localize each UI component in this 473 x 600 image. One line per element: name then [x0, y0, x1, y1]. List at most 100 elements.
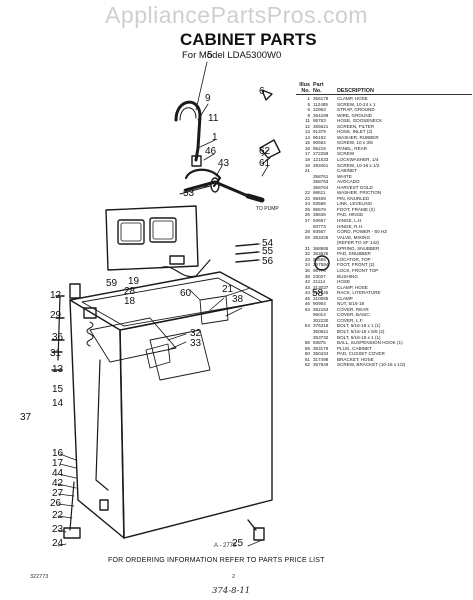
description-cell: FOOT, FRAME (2): [337, 206, 375, 212]
illus-no-cell: 11: [305, 118, 310, 124]
mixing-valve: [69, 283, 81, 299]
illus-no-cell: 21: [304, 168, 310, 174]
description-cell: SPRING, SNUBBER: [337, 245, 380, 251]
illus-no-cell: 34: [304, 262, 310, 268]
part-no-cell: 357645: [313, 290, 329, 296]
callout-number: 22: [52, 510, 64, 521]
page-number: 2: [232, 574, 236, 580]
description-cell: NUT, 5/16-18: [337, 301, 365, 307]
description-cell: COVER, L.F.: [337, 317, 364, 323]
illus-no-cell: 17: [304, 151, 310, 157]
illus-no-cell: 32: [304, 251, 310, 257]
description-cell: WASHER, FRICTION: [337, 190, 382, 196]
callout-number: 9: [205, 93, 211, 104]
part-no-cell: 310085: [313, 295, 329, 301]
callout-number: 27: [52, 488, 64, 499]
callout-number: 58: [312, 288, 324, 299]
description-cell: WHITE: [337, 173, 352, 179]
description-cell: COVER, BASIC: [337, 312, 370, 318]
table-header-row-2: No. No. DESCRIPTION: [296, 88, 472, 95]
illus-no-cell: 58: [304, 340, 310, 346]
part-no-cell: 95152: [313, 134, 326, 140]
description-cell: CORD, POWER - 60 HZ: [337, 229, 388, 235]
callout-number: 37: [20, 412, 32, 423]
model-subtitle: For Model LDA5300W0: [182, 50, 282, 61]
part-no-cell: 363625: [313, 251, 329, 257]
callout-number: 17: [52, 458, 64, 469]
description-cell: PLUG, CABINET: [337, 345, 372, 351]
part-no-cell: 93773: [313, 223, 326, 229]
description-cell: PAD, SNUBBER: [337, 251, 371, 257]
part-no-cell: 98776: [313, 267, 326, 273]
illus-no-cell: 62: [304, 362, 310, 368]
page-title: CABINET PARTS: [180, 30, 317, 49]
illus-no-cell: 33: [304, 256, 310, 262]
callout-number: 23: [52, 524, 64, 535]
callout-number: 33: [190, 338, 202, 349]
illus-no-cell: 38: [304, 273, 310, 279]
part-no-cell: 358761: [313, 173, 329, 179]
part-no-cell: 23027: [313, 273, 326, 279]
callout-number: 31: [50, 348, 62, 359]
part-no-cell: 21114: [313, 279, 326, 285]
description-cell: SCREW: [337, 151, 355, 157]
illus-no-cell: 60: [304, 351, 310, 357]
part-no-cell: 364189: [313, 112, 329, 118]
callout-number: 61: [259, 158, 271, 169]
part-no-cell: 393461: [313, 162, 329, 168]
callout-number: 42: [52, 478, 64, 489]
front-foot: [63, 527, 81, 539]
header-illus: Illus: [299, 82, 310, 88]
part-no-cell: 93567: [313, 229, 326, 235]
diagram-code: A - 2773: [214, 543, 237, 549]
illus-no-cell: 43: [304, 284, 310, 290]
reference-code: 322773: [30, 574, 49, 580]
callout-number: 12: [50, 290, 62, 301]
to-pump-label: TO PUMP: [256, 206, 279, 212]
part-no-cell: 91379: [313, 129, 326, 135]
description-cell: WASHER, RUBBER: [337, 134, 379, 140]
description-cell: CLAMP, HOSE: [337, 284, 368, 290]
description-cell: BUSHING: [337, 273, 358, 279]
footer-ordering-note: FOR ORDERING INFORMATION REFER TO PARTS …: [108, 557, 325, 564]
description-cell: WIRE, GROUND: [337, 112, 372, 118]
part-no-cell: 90904: [313, 301, 326, 307]
description-cell: PAD, CUSSET COVER: [337, 351, 385, 357]
illus-no-cell: 1: [307, 96, 310, 101]
part-no-cell: 90566: [313, 256, 326, 262]
callout-number: 26: [50, 498, 62, 509]
description-cell: LOCK, FRONT TOP: [337, 267, 379, 273]
illus-no-cell: 29: [304, 234, 310, 240]
drain-hose: [184, 168, 222, 188]
description-cell: HOSE, INLET (2): [337, 129, 373, 135]
part-no-cell: 112485: [313, 101, 328, 107]
callout-number: 32: [190, 328, 202, 339]
description-cell: LINK, LEVELING: [337, 201, 373, 207]
rear-panel: [105, 205, 199, 271]
part-no-cell: 367594: [313, 262, 329, 268]
callout-number: 15: [52, 384, 64, 395]
callout-number: 13: [52, 364, 64, 375]
part-no-cell: 357849: [313, 362, 329, 368]
part-no-cell: 358763: [313, 179, 329, 185]
